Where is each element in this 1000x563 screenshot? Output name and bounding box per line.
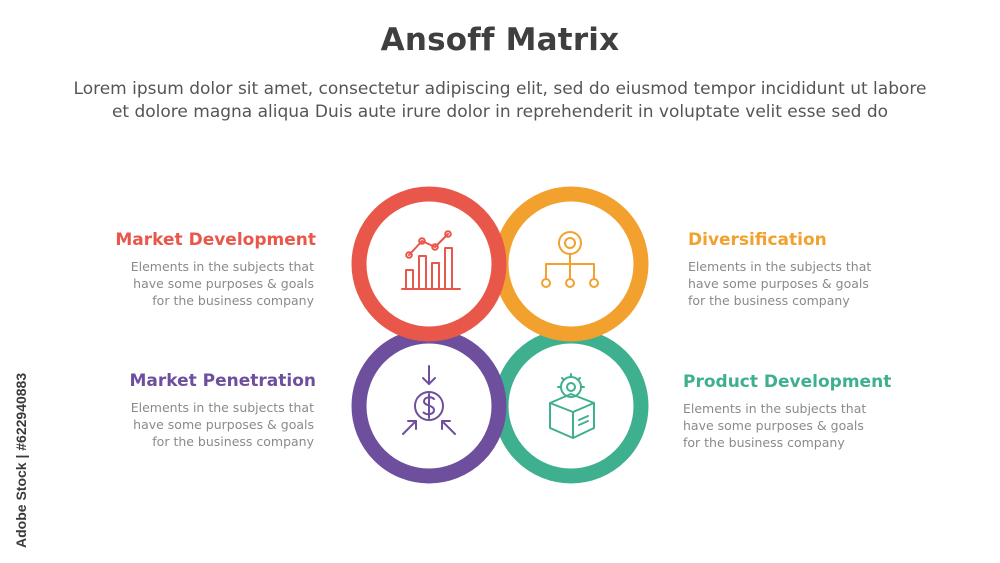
quadrant-description-line: for the business company — [152, 434, 314, 449]
dollar-target-arrows-icon — [402, 365, 456, 435]
page-subtitle: Lorem ipsum dolor sit amet, consectetur … — [40, 78, 960, 124]
quadrant-description-line: have some purposes & goals — [133, 276, 314, 291]
page-title: Ansoff Matrix — [380, 22, 620, 58]
quadrant-title: Diversification — [688, 230, 827, 250]
subtitle-line: et dolore magna aliqua Duis aute irure d… — [111, 102, 889, 122]
quadrant-description-line: for the business company — [152, 293, 314, 308]
quadrant-description-line: have some purposes & goals — [688, 276, 869, 291]
quadrant-description-line: have some purposes & goals — [133, 417, 314, 432]
stock-credit-label: Adobe Stock | #622940883 — [13, 372, 29, 548]
quadrant-product-development: Product Development Elements in the subj… — [683, 372, 923, 451]
quadrant-description-line: Elements in the subjects that — [683, 401, 867, 416]
quadrant-title: Market Penetration — [129, 371, 316, 391]
hierarchy-network-icon — [541, 231, 599, 288]
ring-market-development — [351, 186, 507, 342]
quadrant-description-line: for the business company — [683, 435, 845, 450]
quadrant-description-line: Elements in the subjects that — [130, 259, 314, 274]
quadrant-description-line: Elements in the subjects that — [688, 259, 872, 274]
quadrant-description-line: for the business company — [688, 293, 850, 308]
quadrant-description-line: Elements in the subjects that — [130, 400, 314, 415]
bar-chart-growth-icon — [401, 230, 461, 290]
ring-product-development — [493, 328, 649, 484]
quadrant-diversification: Diversification Elements in the subjects… — [688, 230, 928, 309]
quadrant-description-line: have some purposes & goals — [683, 418, 864, 433]
subtitle-line: Lorem ipsum dolor sit amet, consectetur … — [73, 79, 927, 99]
quadrant-market-penetration: Market Penetration Elements in the subje… — [76, 371, 316, 450]
quadrant-title: Product Development — [683, 372, 892, 392]
quadrant-title: Market Development — [115, 230, 316, 250]
quadrant-market-development: Market Development Elements in the subje… — [76, 230, 316, 309]
box-gear-icon — [549, 373, 595, 439]
